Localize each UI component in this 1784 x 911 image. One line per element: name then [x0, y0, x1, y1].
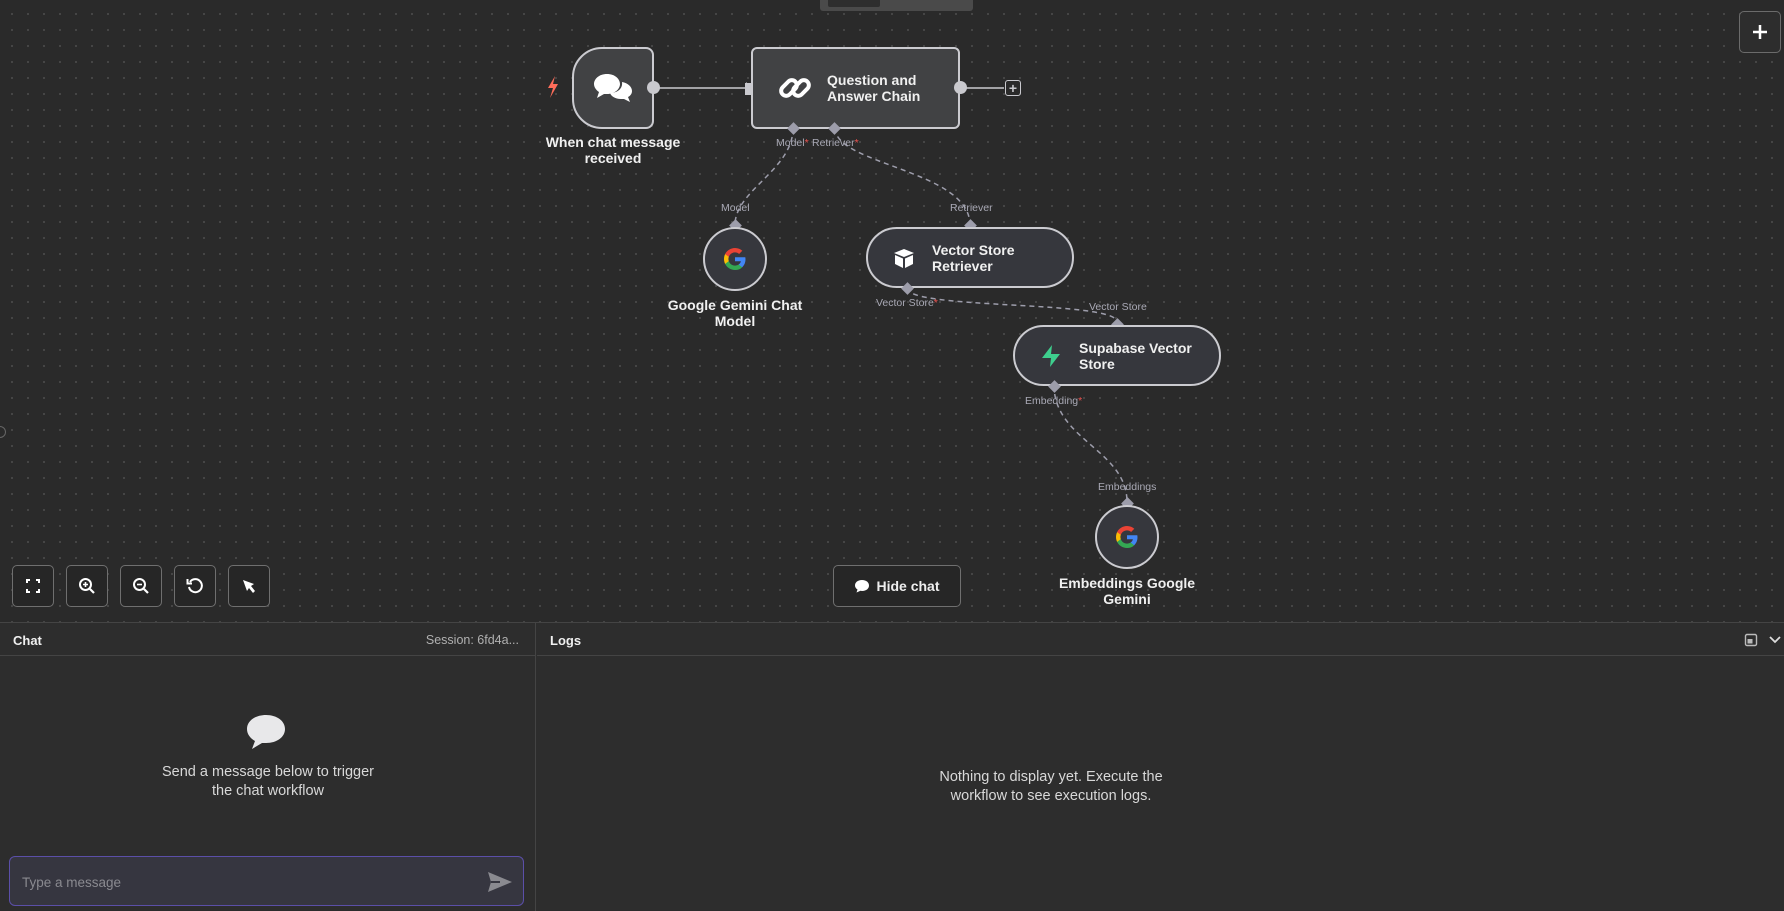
logs-empty-message: Nothing to display yet. Execute the work… — [939, 769, 1163, 804]
vector-retriever-label: Vector Store Retriever — [932, 241, 1015, 274]
link-icon — [779, 78, 811, 98]
chat-empty-message: Send a message below to trigger the chat… — [162, 764, 374, 799]
supabase-node[interactable]: Supabase Vector Store — [1013, 325, 1221, 386]
supabase-out-port-label: Embedding* — [1025, 395, 1083, 407]
workflow-canvas[interactable]: When chat message received Question and … — [0, 0, 1784, 622]
supabase-bolt-icon — [1042, 344, 1060, 367]
chat-trigger-node[interactable] — [572, 47, 654, 129]
qa-chain-add-button[interactable]: + — [1005, 80, 1021, 96]
fit-view-icon — [26, 579, 40, 593]
qa-retriever-port-label: Retriever* — [812, 137, 859, 149]
reset-zoom-button[interactable] — [174, 565, 216, 607]
chat-trigger-label: When chat message received — [545, 134, 681, 166]
zoom-in-icon — [79, 578, 95, 594]
chat-panel-title: Chat — [13, 633, 42, 648]
retriever-out-port-label: Vector Store* — [876, 297, 938, 309]
tidy-up-button[interactable] — [228, 565, 270, 607]
qa-model-port-label: Model* — [776, 137, 809, 149]
zoom-in-button[interactable] — [66, 565, 108, 607]
chevron-down-icon[interactable] — [1768, 634, 1782, 646]
google-g-icon — [724, 248, 746, 270]
logs-panel-header: Logs — [537, 623, 1784, 656]
hide-chat-label: Hide chat — [876, 578, 940, 594]
gemini-chat-port-label: Model — [721, 202, 750, 214]
chat-panel-header: Chat Session: 6fd4a... — [0, 623, 535, 656]
embeddings-label: Embeddings Google Gemini — [1058, 575, 1196, 607]
qa-chain-label: Question and Answer Chain — [827, 72, 921, 104]
chat-bubbles-icon — [594, 74, 632, 102]
chat-input-container — [9, 856, 524, 906]
chat-message-input[interactable] — [22, 871, 462, 893]
top-tab-indicator[interactable] — [820, 0, 973, 11]
vector-retriever-node[interactable]: Vector Store Retriever — [866, 227, 1074, 288]
fit-view-button[interactable] — [12, 565, 54, 607]
hide-chat-button[interactable]: Hide chat — [833, 565, 961, 607]
bottom-panel: Chat Session: 6fd4a... Send a message be… — [0, 622, 1784, 911]
embedding-connection — [1053, 384, 1128, 503]
pop-out-icon[interactable] — [1744, 633, 1758, 647]
embeddings-port-label: Embeddings — [1098, 481, 1157, 493]
google-g-icon — [1116, 526, 1138, 548]
retriever-in-port-label: Retriever — [950, 202, 993, 214]
qa-chain-input-handle[interactable] — [745, 83, 751, 95]
box-icon — [894, 248, 914, 268]
session-id[interactable]: Session: 6fd4a... — [425, 633, 519, 647]
undo-icon — [186, 578, 203, 594]
qa-chain-output-handle[interactable] — [954, 81, 967, 94]
send-icon[interactable] — [487, 871, 513, 893]
model-connection — [734, 127, 794, 226]
logs-panel: Logs Nothing to display yet. Execute the… — [537, 623, 1784, 911]
supabase-in-port-label: Vector Store — [1089, 301, 1147, 313]
zoom-out-button[interactable] — [120, 565, 162, 607]
chat-empty-icon — [247, 715, 285, 749]
logs-panel-title: Logs — [550, 633, 582, 648]
plus-icon — [1753, 25, 1767, 39]
broom-icon — [243, 580, 255, 593]
vector-store-connection — [906, 287, 1118, 323]
chat-bubble-icon — [855, 580, 870, 593]
chat-panel: Chat Session: 6fd4a... Send a message be… — [0, 623, 536, 911]
trigger-bolt-icon — [548, 76, 558, 98]
connection-wires — [654, 82, 1128, 503]
zoom-out-icon — [133, 578, 149, 594]
retriever-connection — [834, 127, 971, 226]
embeddings-node[interactable] — [1095, 505, 1159, 569]
gemini-chat-node[interactable] — [703, 227, 767, 291]
supabase-label: Supabase Vector Store — [1079, 339, 1192, 372]
gemini-chat-label: Google Gemini Chat Model — [667, 297, 803, 329]
qa-chain-node[interactable]: Question and Answer Chain — [751, 47, 960, 129]
chat-trigger-output-handle[interactable] — [647, 81, 660, 94]
add-node-button[interactable] — [1739, 11, 1781, 53]
